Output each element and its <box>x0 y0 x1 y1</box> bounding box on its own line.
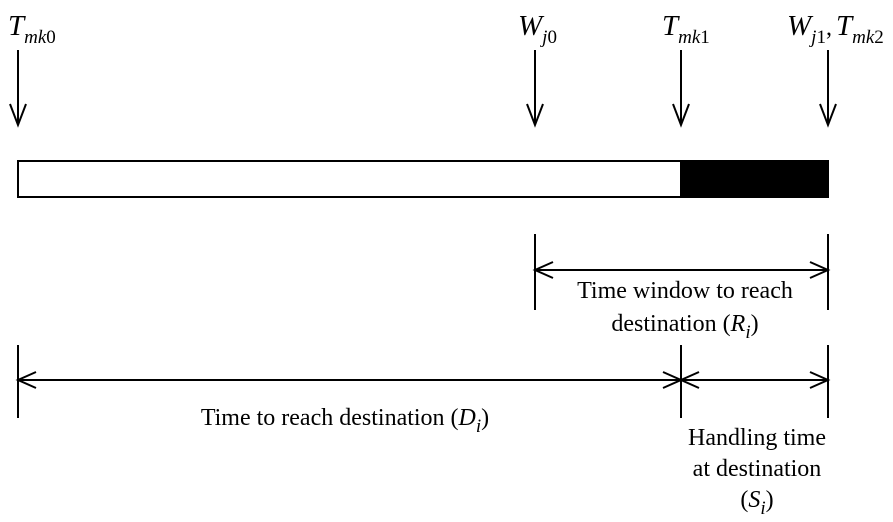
time-window-span <box>532 234 831 310</box>
time-to-reach-label: Time to reach destination (Di) <box>201 405 489 437</box>
down-arrow-wj1-tmk2 <box>819 50 837 128</box>
handling-time-label-line2: at destination <box>693 456 822 482</box>
time-window-label-line1: Time window to reach <box>577 278 793 304</box>
timeline-bar-empty <box>17 160 682 198</box>
marker-label-tmk1: Tmk1 <box>662 10 710 48</box>
handling-time-label-line3: (Si) <box>740 487 773 519</box>
down-arrow-wj0 <box>526 50 544 128</box>
down-arrow-tmk1 <box>672 50 690 128</box>
down-arrow-tmk0 <box>9 50 27 128</box>
time-window-label-line2: destination (Ri) <box>611 311 758 343</box>
marker-label-wj1-tmk2: Wj1,Tmk2 <box>787 10 884 48</box>
handling-time-label-line1: Handling time <box>688 425 826 451</box>
marker-label-tmk0: Tmk0 <box>8 10 56 48</box>
timeline-bar-filled <box>680 160 829 198</box>
marker-label-wj0: Wj0 <box>518 10 557 48</box>
handling-time-span <box>678 345 831 418</box>
